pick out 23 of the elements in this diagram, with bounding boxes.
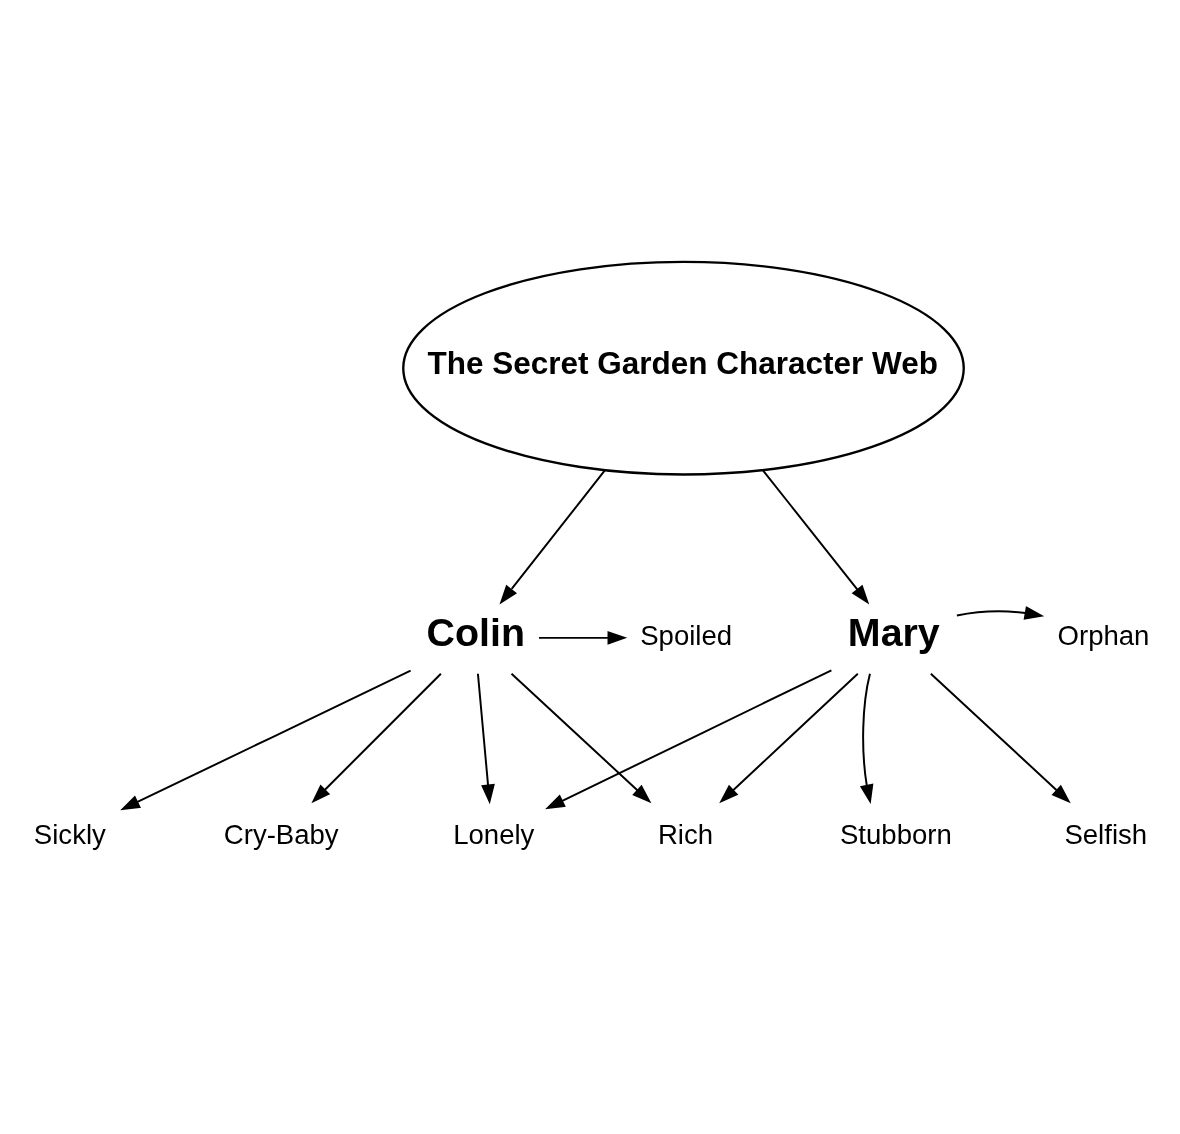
arrow	[719, 672, 859, 804]
node-text: Colin	[426, 609, 525, 654]
arrow	[955, 606, 1045, 620]
arrow	[476, 672, 495, 805]
node-text: Lonely	[453, 818, 535, 850]
arrow	[762, 469, 870, 605]
node-text: Stubborn	[840, 818, 952, 850]
node-text: Orphan	[1057, 620, 1150, 652]
arrow	[538, 630, 628, 645]
arrow	[859, 672, 874, 805]
node-ellipse: The Secret Garden Character Web	[402, 260, 965, 476]
arrow	[120, 669, 412, 811]
arrow	[510, 672, 652, 804]
arrow	[545, 669, 833, 810]
node-text: Mary	[847, 609, 940, 654]
arrow	[929, 672, 1071, 804]
node-text: Sickly	[33, 818, 106, 850]
node-text: Spoiled	[640, 620, 733, 652]
arrow	[311, 672, 442, 804]
node-text: Selfish	[1064, 818, 1148, 850]
node-text: Cry-Baby	[223, 818, 339, 850]
arrow	[499, 469, 606, 605]
node-text: Rich	[657, 818, 714, 850]
